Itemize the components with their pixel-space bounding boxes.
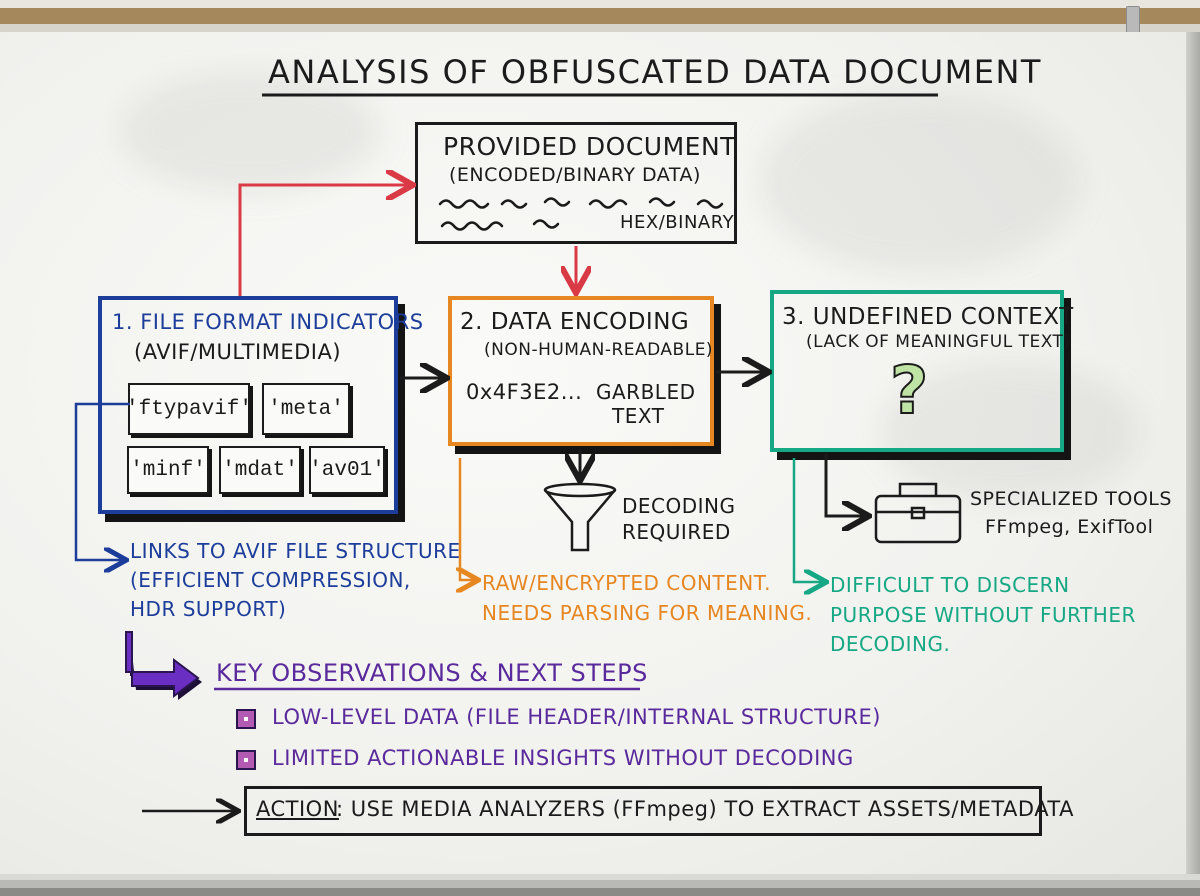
data-encoding-title: 2. DATA ENCODING [460,309,690,335]
hex-binary-label: HEX/BINARY [620,212,735,233]
undefined-context-title: 3. UNDEFINED CONTEXT [782,304,1074,330]
toolbox-icon [874,482,962,544]
avif-note-line-2: (EFFICIENT COMPRESSION, [130,568,411,592]
provided-document-subtitle: (ENCODED/BINARY DATA) [449,164,701,186]
funnel-icon [543,482,617,552]
data-encoding-box [448,296,714,446]
undefined-context-box [770,290,1064,452]
page-title: ANALYSIS OF OBFUSCATED DATA DOCUMENT [268,53,1042,91]
tag-mdat: 'mdat' [219,446,301,494]
hex-sample: 0x4F3E2... [466,380,583,404]
avif-note-line-3: HDR SUPPORT) [130,597,287,621]
action-label: ACTION [256,797,339,821]
avif-note-line-1: LINKS TO AVIF FILE STRUCTURE [130,539,461,563]
observation-item-2: LIMITED ACTIONABLE INSIGHTS WITHOUT DECO… [272,746,854,770]
whiteboard-frame-top [0,0,1200,32]
tools-label-1: SPECIALIZED TOOLS [970,488,1172,510]
encoding-note-line-2: NEEDS PARSING FOR MEANING. [482,601,813,625]
context-note-line-3: DECODING. [830,632,951,656]
action-box [244,786,1042,836]
bullet-icon [236,709,256,729]
provided-document-box [415,122,737,244]
action-text: : USE MEDIA ANALYZERS (FFmpeg) TO EXTRAC… [336,797,1074,821]
tag-av01: 'av01' [309,446,385,494]
undefined-context-subtitle: (LACK OF MEANINGFUL TEXT) [806,332,1071,352]
tools-label-2: FFmpeg, ExifTool [985,516,1154,538]
bullet-icon [236,750,256,770]
garbled-line-2: TEXT [612,404,665,428]
observations-title: KEY OBSERVATIONS & NEXT STEPS [216,659,648,687]
file-format-title: 1. FILE FORMAT INDICATORS [112,310,424,334]
file-format-subtitle: (AVIF/MULTIMEDIA) [134,340,342,364]
data-encoding-subtitle: (NON-HUMAN-READABLE) [484,340,714,360]
encoding-note-line-1: RAW/ENCRYPTED CONTENT. [482,571,771,595]
garbled-line-1: GARBLED [596,380,696,404]
context-note-line-2: PURPOSE WITHOUT FURTHER [830,603,1136,627]
context-note-line-1: DIFFICULT TO DISCERN [830,573,1070,597]
purple-arrow-icon [125,631,202,700]
provided-document-title: PROVIDED DOCUMENT [443,132,736,161]
question-mark-icon: ? [889,352,929,429]
decoding-label-1: DECODING [622,494,736,518]
whiteboard-frame-right [1186,32,1200,896]
observation-item-1: LOW-LEVEL DATA (FILE HEADER/INTERNAL STR… [272,705,881,729]
tag-meta: 'meta' [262,383,350,435]
tag-minf: 'minf' [127,446,209,494]
decoding-label-2: REQUIRED [622,520,731,544]
tag-ftypavif: 'ftypavif' [126,383,252,435]
whiteboard-tray [0,874,1200,896]
